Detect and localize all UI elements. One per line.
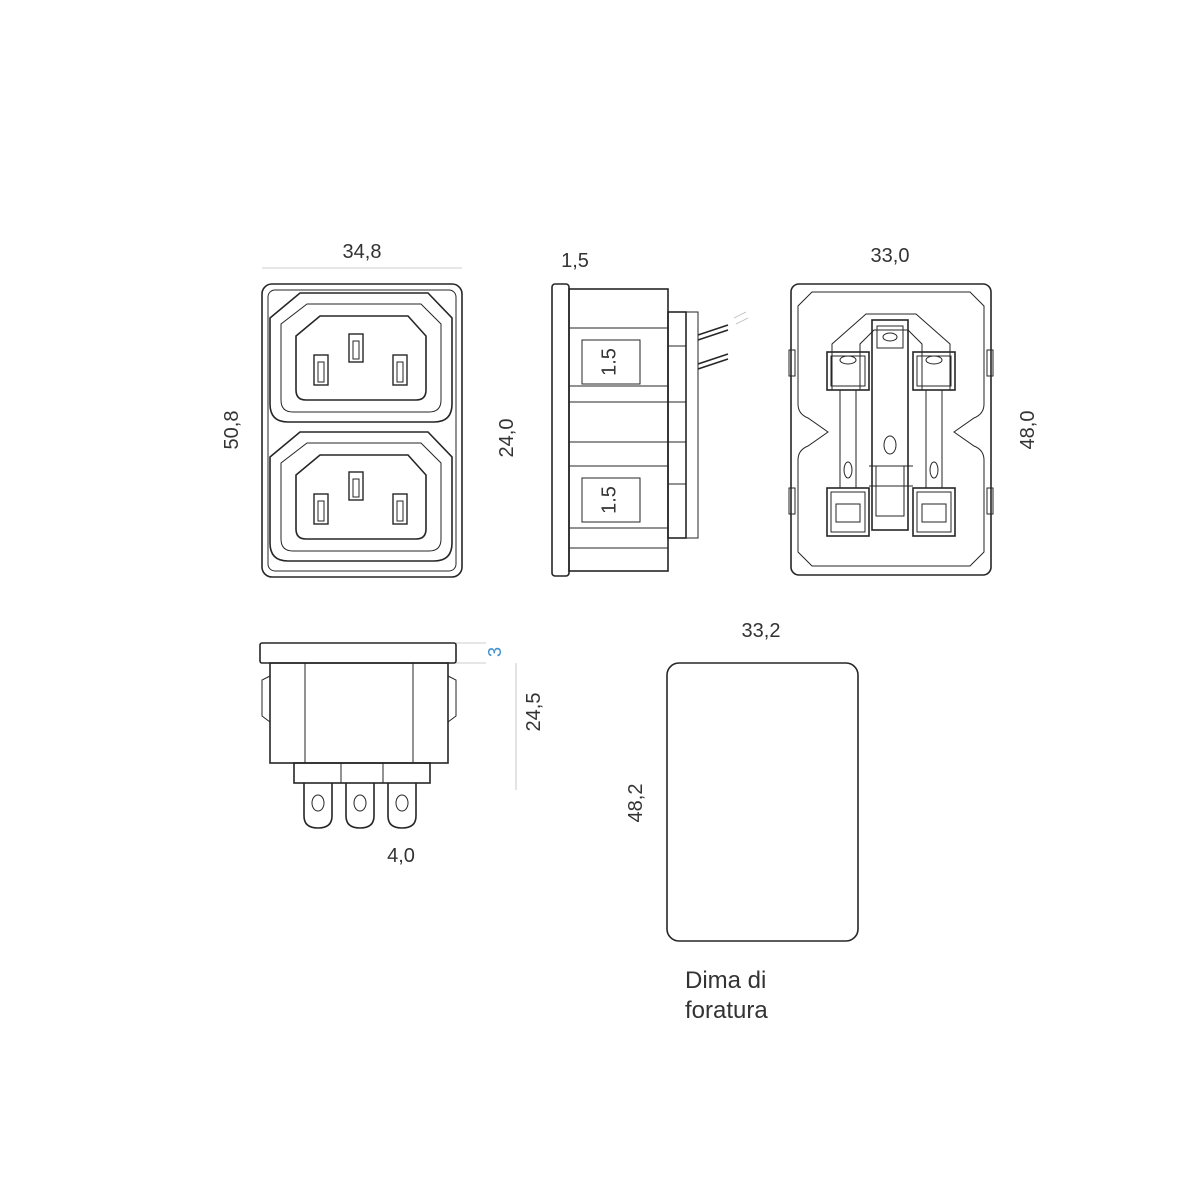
rear-width-label: 33,0 [871, 245, 910, 267]
bottom-view: 3 24,5 4,0 [259, 642, 545, 867]
bottom-height-label: 24,5 [523, 693, 545, 732]
front-height-label: 50,8 [221, 411, 243, 450]
rear-height-label: 48,0 [1017, 411, 1039, 450]
side-height-label: 24,0 [496, 419, 518, 458]
rear-view: 33,0 48,0 [788, 245, 1039, 576]
cutout-width-label: 33,2 [742, 620, 781, 642]
side-view: 1,5 24,0 1.5 1.5 [496, 250, 749, 577]
cutout-height-label: 48,2 [625, 784, 647, 823]
fuse-label-upper: 1.5 [598, 348, 620, 376]
bottom-flange-label: 3 [485, 647, 505, 657]
front-view: 34,8 50,8 [221, 241, 463, 578]
fuse-label-lower: 1.5 [598, 486, 620, 514]
lower-socket [269, 431, 453, 562]
cutout-caption-line1: Dima di [685, 967, 766, 994]
cutout-outline [666, 662, 859, 942]
panel-cutout: 33,2 48,2 Dima di foratura [625, 620, 859, 1024]
cutout-caption: Dima di foratura [685, 967, 773, 1024]
front-width-label: 34,8 [343, 241, 382, 263]
cutout-caption-line2: foratura [685, 997, 768, 1024]
bottom-pitch-label: 4,0 [387, 845, 415, 867]
side-flange-label: 1,5 [561, 250, 589, 272]
upper-socket [269, 292, 453, 423]
